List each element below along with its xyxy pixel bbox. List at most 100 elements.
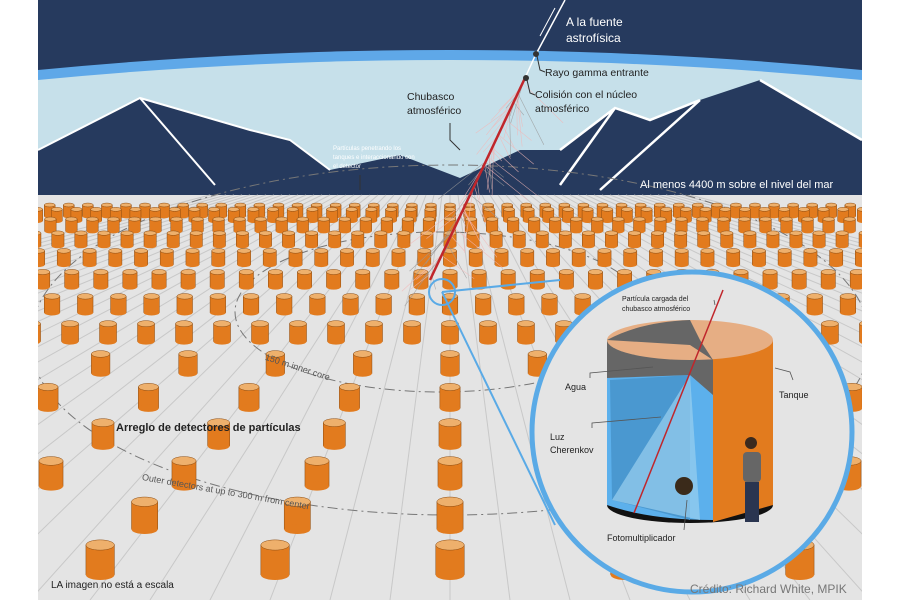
detector-tank — [305, 457, 329, 491]
detector-tank — [328, 321, 345, 345]
detector-tank — [44, 294, 60, 316]
detector-tank — [123, 269, 137, 289]
detector-tank — [821, 269, 835, 289]
detector-tank — [572, 248, 585, 267]
label-altitude: Al menos 4400 m sobre el nivel del mar — [640, 179, 833, 193]
detector-tank — [31, 248, 44, 267]
detector-tank — [859, 321, 876, 345]
label-particles: Partículas penetrando lostanques e inter… — [333, 145, 415, 172]
detector-tank — [86, 540, 114, 580]
detector-tank — [152, 269, 166, 289]
detector-tank — [479, 321, 496, 345]
detector-tank — [243, 294, 259, 316]
detector-tank — [92, 419, 114, 450]
detector-tank — [83, 248, 96, 267]
detector-tank — [323, 419, 345, 450]
detector-tank — [701, 248, 714, 267]
detector-tank — [790, 231, 802, 248]
detector-tank — [436, 540, 464, 580]
detector-tank — [591, 217, 603, 233]
detector-tank — [536, 231, 548, 248]
detector-tank — [52, 231, 64, 248]
detector-tank — [727, 248, 740, 267]
detector-tank — [305, 231, 317, 248]
detector-tank — [441, 351, 460, 377]
detector-tank — [268, 269, 282, 289]
detector-tank — [385, 269, 399, 289]
detector-tank — [121, 231, 133, 248]
detector-tank — [530, 269, 544, 289]
detector-tank — [542, 294, 558, 316]
detector-tank — [290, 321, 307, 345]
detector-tank — [297, 217, 309, 233]
detector-tank — [366, 321, 383, 345]
detector-tank — [179, 351, 198, 377]
detector-tank — [472, 269, 486, 289]
detector-tank — [549, 217, 561, 233]
detector-tank — [297, 269, 311, 289]
detector-tank — [29, 231, 41, 248]
label-air-shower: Chubascoatmosférico — [407, 91, 461, 118]
detector-tank — [442, 321, 459, 345]
detector-tank — [289, 248, 302, 267]
detector-tank — [559, 269, 573, 289]
detector-tank — [343, 294, 359, 316]
detector-tank — [340, 248, 353, 267]
detector-tank — [259, 231, 271, 248]
detector-tank — [398, 231, 410, 248]
detector-tank — [859, 231, 871, 248]
detector-tank — [356, 269, 370, 289]
detector-tank — [38, 383, 58, 412]
detector-tank — [438, 457, 462, 491]
detector-tank — [252, 321, 269, 345]
detector-tank — [469, 248, 482, 267]
label-water: Agua — [565, 382, 586, 393]
detector-tank — [864, 203, 875, 218]
detector-tank — [440, 383, 460, 412]
detector-tank — [57, 248, 70, 267]
detector-tank — [138, 383, 158, 412]
detector-tank — [490, 231, 502, 248]
label-particle-array: Arreglo de detectores de partículas — [116, 422, 301, 436]
detector-tank — [546, 248, 559, 267]
detector-tank — [39, 457, 63, 491]
detector-tank — [261, 540, 289, 580]
detector-tank — [404, 321, 421, 345]
detector-tank — [517, 321, 534, 345]
detector-tank — [767, 231, 779, 248]
detector-tank — [24, 321, 41, 345]
detector-tank — [108, 217, 120, 233]
label-cherenkov: LuzCherenkov — [550, 431, 594, 457]
detector-tank — [91, 351, 110, 377]
detector-tank — [100, 321, 117, 345]
detector-tank — [276, 294, 292, 316]
detector-tank — [210, 294, 226, 316]
detector-tank — [414, 269, 428, 289]
detector-tank — [855, 248, 868, 267]
detector-tank — [186, 248, 199, 267]
detector-tank — [87, 217, 99, 233]
detector-tank — [528, 217, 540, 233]
photomultiplier — [675, 477, 693, 495]
label-tank: Tanque — [779, 390, 809, 401]
detector-tank — [352, 231, 364, 248]
detector-tank — [392, 248, 405, 267]
detector-tank — [339, 217, 351, 233]
detector-tank — [439, 419, 461, 450]
detector-tank — [628, 231, 640, 248]
detector-tank — [111, 294, 127, 316]
detector-tank — [167, 231, 179, 248]
detector-tank — [282, 231, 294, 248]
detector-tank — [132, 497, 158, 534]
detector-tank — [237, 248, 250, 267]
detector-tank — [160, 248, 173, 267]
detector-tank — [329, 231, 341, 248]
detector-tank — [495, 248, 508, 267]
detector-tank — [263, 248, 276, 267]
detector-tank — [605, 231, 617, 248]
label-photomultiplier: Fotomultiplicador — [607, 533, 676, 544]
detector-tank — [310, 294, 326, 316]
detector-tank — [588, 269, 602, 289]
detector-tank — [98, 231, 110, 248]
